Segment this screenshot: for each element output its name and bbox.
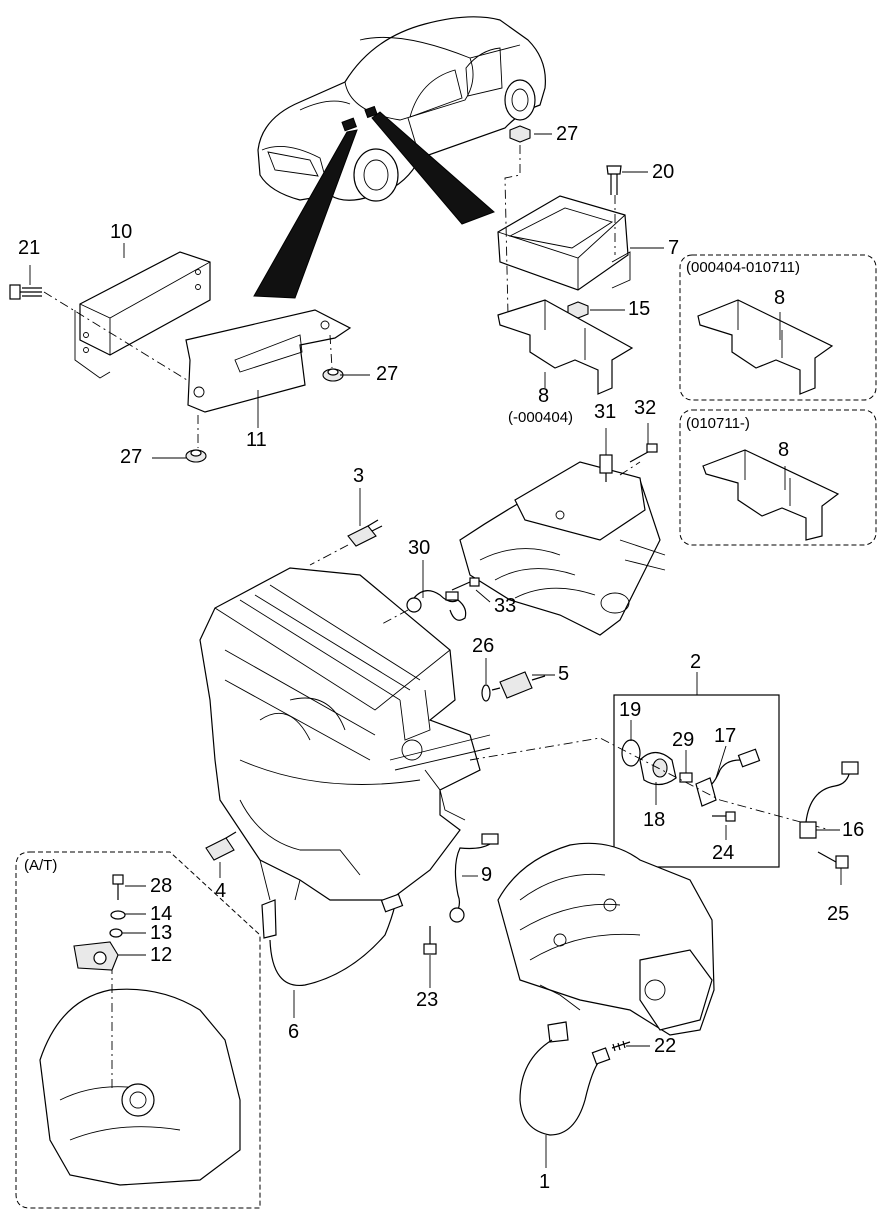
part-25-bolt	[817, 851, 849, 869]
part-27-nut-top	[509, 125, 531, 143]
part-8-bracket-late	[702, 449, 840, 541]
variant-box-mid	[679, 254, 877, 401]
callout-7: 7	[668, 237, 680, 259]
callout-25: 25	[827, 903, 850, 925]
callout-8-late: 8	[778, 439, 790, 461]
intake-manifold	[459, 461, 666, 636]
callout-16: 16	[842, 819, 865, 841]
part-23-bolt	[423, 926, 437, 955]
part-4-sensor	[205, 831, 237, 861]
engine-block	[199, 567, 491, 901]
variant-label-late: (010711-)	[686, 415, 750, 432]
callout-14: 14	[150, 903, 173, 925]
callout-26: 26	[472, 635, 495, 657]
callout-18: 18	[643, 809, 666, 831]
callout-3: 3	[353, 465, 365, 487]
callout-17: 17	[714, 725, 737, 747]
part-3-sensor	[347, 519, 383, 547]
vehicle-illustration	[253, 16, 546, 299]
callout-21: 21	[18, 237, 41, 259]
part-9-sensor	[449, 833, 499, 923]
callout-32: 32	[634, 397, 657, 419]
part-18-sensor	[639, 751, 677, 786]
part-26-washer	[481, 684, 491, 702]
callout-27-left: 27	[120, 446, 143, 468]
part-11-bracket	[185, 309, 352, 413]
callout-5: 5	[558, 663, 570, 685]
at-inset-box	[15, 851, 261, 1209]
part-7-ecu-box	[497, 195, 631, 291]
part-32-bolt	[629, 443, 658, 463]
part-30-sensor	[406, 590, 467, 621]
transmission	[497, 842, 715, 1036]
callout-24: 24	[712, 842, 735, 864]
part-17-harness	[695, 748, 761, 807]
part-12-sensor	[73, 941, 119, 971]
callout-33: 33	[494, 595, 517, 617]
callout-8-main: 8	[538, 385, 550, 407]
part-20-bolt	[606, 165, 622, 195]
callout-8-mid: 8	[774, 287, 786, 309]
part-19-oring	[621, 739, 641, 767]
part-14-washer	[110, 910, 126, 920]
at-transmission	[39, 988, 241, 1186]
callout-4: 4	[215, 880, 227, 902]
callout-12: 12	[150, 944, 173, 966]
part-22-pin	[611, 1040, 631, 1052]
part-5-sensor	[491, 671, 546, 699]
part-24-bolt	[712, 811, 736, 822]
part-16-sensor	[799, 761, 859, 839]
callout-13: 13	[150, 922, 173, 944]
part-6-oxygen-sensor	[261, 893, 404, 987]
callout-22: 22	[654, 1035, 677, 1057]
part-13-washer	[109, 928, 123, 938]
part-2-assembly-box	[613, 694, 780, 868]
callout-11: 11	[246, 429, 267, 451]
callout-27-right: 27	[376, 363, 399, 385]
part-10-control-module	[74, 251, 211, 379]
part-33-bolt	[451, 577, 480, 591]
callout-15: 15	[628, 298, 651, 320]
part-29-spacer	[679, 772, 693, 783]
part-1-speed-sensor	[519, 1021, 611, 1136]
part-28-bolt	[112, 874, 124, 900]
variant-label-mid: (000404-010711)	[686, 259, 800, 276]
callout-9: 9	[481, 864, 493, 886]
part-21-bolt	[9, 284, 42, 300]
callout-28: 28	[150, 875, 173, 897]
callout-27-top: 27	[556, 123, 579, 145]
callout-2: 2	[690, 651, 702, 673]
variant-label-at: (A/T)	[24, 857, 58, 874]
callout-23: 23	[416, 989, 439, 1011]
callout-20: 20	[652, 161, 675, 183]
callout-1: 1	[539, 1171, 551, 1193]
leader-lines	[29, 133, 842, 1168]
callout-30: 30	[408, 537, 431, 559]
part-27-nut-left	[185, 449, 207, 463]
callout-31: 31	[594, 401, 617, 423]
variant-label-early: (-000404)	[508, 409, 574, 426]
callout-29: 29	[672, 729, 695, 751]
part-8-bracket-main	[497, 299, 634, 395]
callout-6: 6	[288, 1021, 300, 1043]
callout-10: 10	[110, 221, 133, 243]
callout-19: 19	[619, 699, 642, 721]
part-8-bracket-mid	[697, 299, 834, 395]
